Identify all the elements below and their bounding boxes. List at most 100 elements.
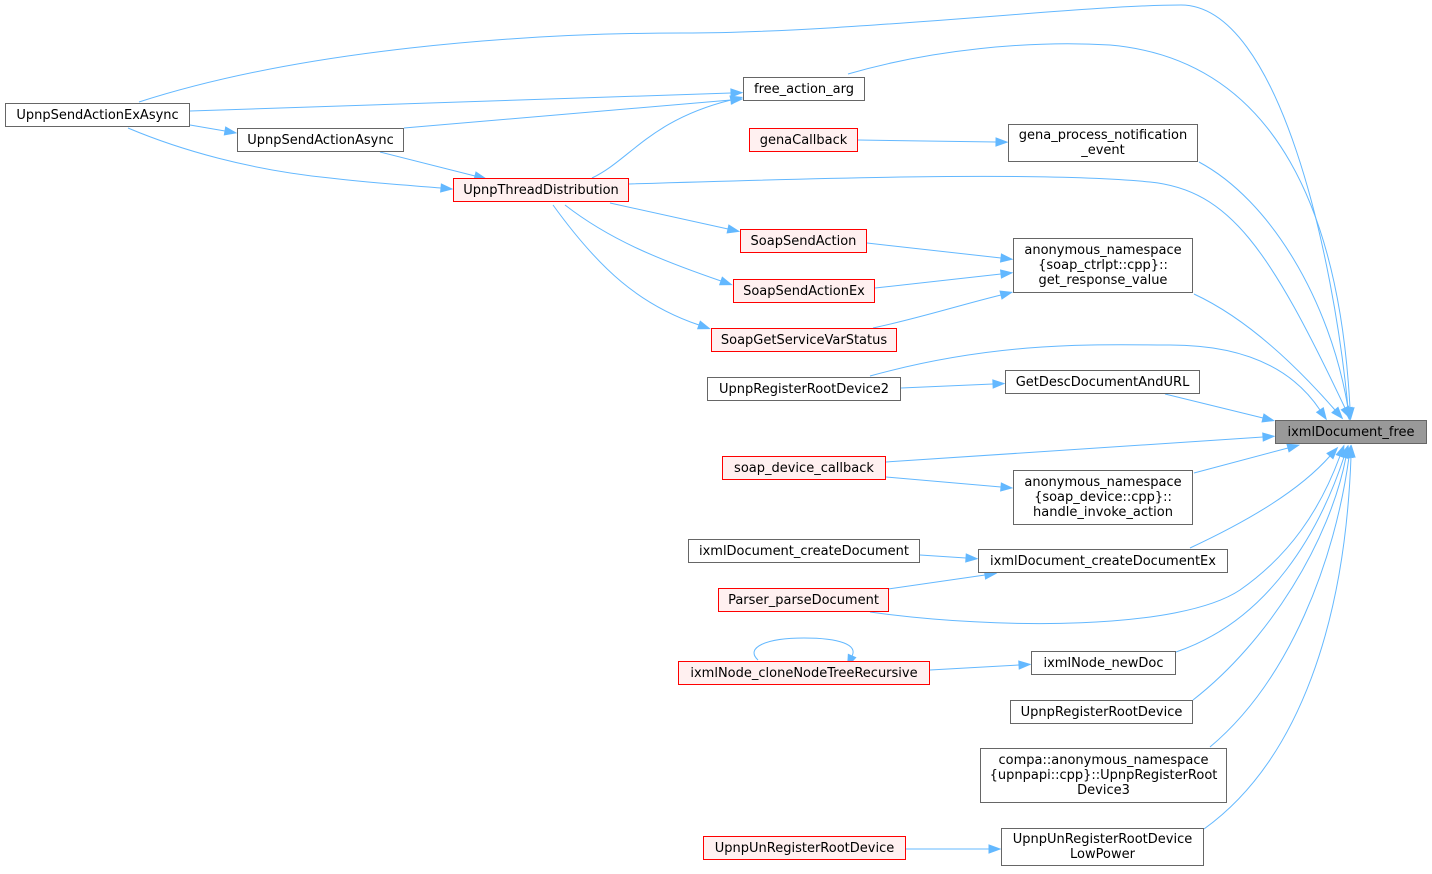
node-label: GetDescDocumentAndURL [1015, 374, 1190, 390]
edge-upnp_send_action_ex_async-to-free_action_arg [189, 92, 732, 112]
node-label: anonymous_namespace {soap_device::cpp}::… [1024, 475, 1182, 520]
node-gena-callback[interactable]: genaCallback [749, 128, 858, 152]
edge-upnp_send_action_ex_async-to-ixml_document_free [138, 4, 1349, 409]
node-label: ixmlDocument_createDocumentEx [990, 553, 1216, 569]
edge-arrowhead [995, 137, 1009, 147]
node-upnp-register-root-device2[interactable]: UpnpRegisterRootDevice2 [707, 377, 901, 401]
edge-ixml_node_new_doc-to-ixml_document_free [1175, 456, 1345, 653]
edge-arrowhead [1286, 443, 1301, 453]
edge-get_desc_document_and_url-to-ixml_document_free [1164, 393, 1264, 419]
edge-arrowhead [718, 276, 733, 286]
edge-soap_send_action-to-get_response_value [866, 242, 1002, 259]
edge-upnp_send_action_async-to-upnp_thread_distribution [379, 151, 476, 177]
edge-arrowhead [1326, 446, 1339, 460]
edge-arrowhead [965, 553, 979, 563]
node-upnp-thread-distribution[interactable]: UpnpThreadDistribution [453, 178, 629, 202]
edge-arrowhead [729, 95, 744, 105]
edge-get_response_value-to-ixml_document_free [1193, 293, 1336, 411]
node-label: ixmlNode_newDoc [1043, 655, 1164, 671]
node-label: SoapGetServiceVarStatus [720, 332, 888, 348]
node-soap-get-service-var-status[interactable]: SoapGetServiceVarStatus [711, 328, 897, 352]
edge-upnp_register_root_device3-to-ixml_document_free [1209, 456, 1350, 748]
edge-arrowhead [1331, 406, 1344, 420]
node-upnp-send-action-ex-async[interactable]: UpnpSendActionExAsync [5, 103, 190, 127]
node-soap-device-callback[interactable]: soap_device_callback [722, 456, 886, 480]
edge-ixml_node_clone_node_tree_recursive-to-ixml_node_clone_node_tree_recursive [753, 637, 854, 661]
node-ixml-node-clone-node-tree-recursive[interactable]: ixmlNode_cloneNodeTreeRecursive [678, 661, 930, 685]
node-label: UpnpUnRegisterRootDevice [714, 840, 895, 856]
node-upnp-send-action-async[interactable]: UpnpSendActionAsync [237, 128, 404, 152]
node-label: UpnpUnRegisterRootDevice LowPower [1012, 832, 1193, 862]
edge-arrowhead [992, 379, 1006, 389]
edge-upnp_thread_distribution-to-soap_get_service_var_status [552, 204, 700, 326]
node-label: compa::anonymous_namespace {upnpapi::cpp… [989, 753, 1218, 798]
node-free-action-arg[interactable]: free_action_arg [743, 77, 865, 101]
node-parser-parse-document[interactable]: Parser_parseDocument [718, 588, 889, 612]
edge-parser_parse_document-to-ixml_document_free [869, 455, 1341, 625]
edge-arrowhead [999, 253, 1014, 263]
node-ixml-document-create-document-ex[interactable]: ixmlDocument_createDocumentEx [978, 549, 1228, 573]
edge-arrowhead [730, 88, 744, 98]
edge-soap_device_callback-to-handle_invoke_action [885, 476, 1002, 488]
edge-gena_process_notification_event-to-ixml_document_free [1198, 161, 1349, 409]
node-soap-send-action-ex[interactable]: SoapSendActionEx [733, 279, 875, 303]
node-upnp-unregister-root-device[interactable]: UpnpUnRegisterRootDevice [703, 836, 906, 860]
node-label: UpnpRegisterRootDevice [1020, 704, 1183, 720]
edge-ixml_node_clone_node_tree_recursive-to-ixml_node_new_doc [929, 664, 1020, 671]
edge-upnp_register_root_device-to-ixml_document_free [1192, 456, 1347, 701]
node-label: ixmlNode_cloneNodeTreeRecursive [690, 665, 918, 681]
edge-upnp_thread_distribution-to-soap_send_action [609, 202, 729, 230]
node-label: soap_device_callback [734, 460, 874, 476]
edge-free_action_arg-to-ixml_document_free [847, 43, 1351, 409]
node-label: UpnpSendActionAsync [247, 132, 394, 148]
edge-ixml_document_create_document_ex-to-ixml_document_free [1189, 455, 1331, 549]
edge-upnp_thread_distribution-to-ixml_document_free [628, 175, 1346, 409]
edge-handle_invoke_action-to-ixml_document_free [1193, 447, 1289, 474]
node-label: genaCallback [759, 132, 848, 148]
node-label: ixmlDocument_createDocument [698, 543, 910, 559]
edge-upnp_unregister_root_device_low_power-to-ixml_document_free [1203, 456, 1352, 830]
node-label: anonymous_namespace {soap_ctrlpt::cpp}::… [1024, 243, 1182, 288]
edge-arrowhead [726, 224, 741, 234]
edge-arrowhead [988, 844, 1002, 854]
node-ixml-document-free[interactable]: ixmlDocument_free [1275, 420, 1427, 444]
edge-arrowhead [1000, 482, 1014, 492]
edge-arrowhead [999, 290, 1014, 300]
node-upnp-register-root-device3[interactable]: compa::anonymous_namespace {upnpapi::cpp… [980, 748, 1227, 803]
edge-upnp_send_action_async-to-free_action_arg [403, 99, 732, 129]
edge-arrowhead [999, 269, 1014, 279]
edge-arrowhead [440, 183, 454, 193]
node-gena-process-notification-event[interactable]: gena_process_notification _event [1008, 124, 1198, 162]
node-ixml-document-create-document[interactable]: ixmlDocument_createDocument [688, 539, 920, 563]
edge-arrowhead [1262, 432, 1276, 442]
edge-soap_device_callback-to-ixml_document_free [885, 436, 1264, 463]
edge-arrowhead [1346, 444, 1356, 458]
node-label: free_action_arg [754, 81, 854, 97]
node-soap-send-action[interactable]: SoapSendAction [740, 229, 867, 253]
node-label: gena_process_notification _event [1018, 128, 1188, 158]
node-get-desc-document-and-url[interactable]: GetDescDocumentAndURL [1005, 370, 1200, 394]
edge-upnp_send_action_ex_async-to-upnp_send_action_async [189, 124, 226, 132]
node-label: UpnpSendActionExAsync [16, 107, 179, 123]
edge-arrowhead [696, 320, 711, 330]
node-ixml-node-new-doc[interactable]: ixmlNode_newDoc [1031, 651, 1176, 675]
edge-ixml_document_create_document-to-ixml_document_create_document_ex [919, 554, 967, 559]
node-label: SoapSendAction [750, 233, 857, 249]
edge-arrowhead [1315, 406, 1327, 421]
edge-soap_get_service_var_status-to-get_response_value [872, 294, 1002, 329]
node-handle-invoke-action[interactable]: anonymous_namespace {soap_device::cpp}::… [1013, 470, 1193, 525]
edge-gena_callback-to-gena_process_notification_event [857, 139, 997, 143]
node-label: UpnpThreadDistribution [463, 182, 619, 198]
node-get-response-value[interactable]: anonymous_namespace {soap_ctrlpt::cpp}::… [1013, 238, 1193, 293]
edge-arrowhead [1018, 660, 1032, 670]
edge-parser_parse_document-to-ixml_document_create_document_ex [887, 574, 986, 590]
edge-upnp_thread_distribution-to-soap_send_action_ex [564, 204, 722, 282]
edge-upnp_register_root_device2-to-get_desc_document_and_url [900, 383, 994, 389]
node-label: Parser_parseDocument [728, 592, 879, 608]
edge-upnp_thread_distribution-to-free_action_arg [591, 99, 732, 179]
node-upnp-unregister-root-device-low-power[interactable]: UpnpUnRegisterRootDevice LowPower [1001, 828, 1204, 866]
node-upnp-register-root-device[interactable]: UpnpRegisterRootDevice [1010, 700, 1193, 724]
edge-arrowhead [223, 126, 238, 136]
node-label: SoapSendActionEx [743, 283, 865, 299]
